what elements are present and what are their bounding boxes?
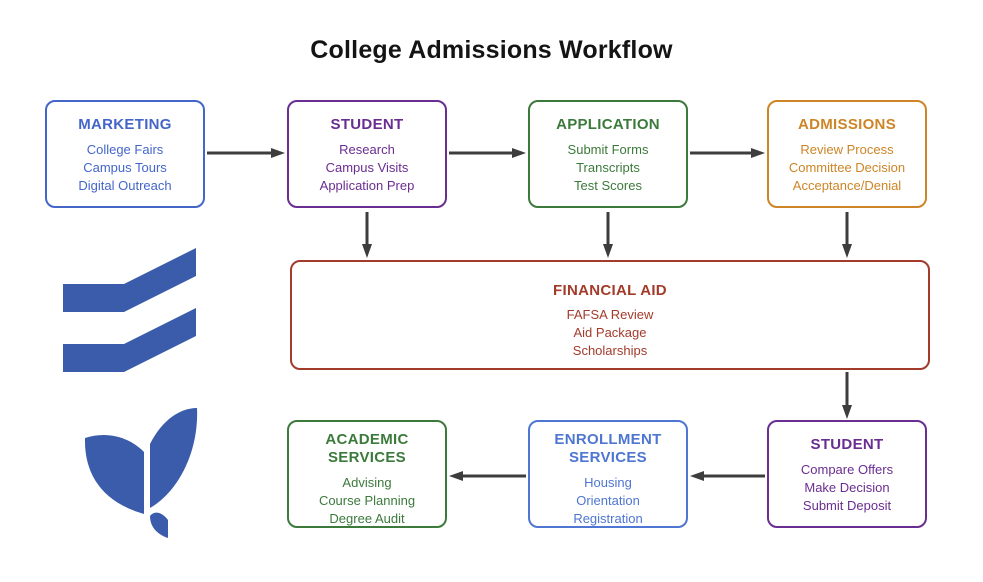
node-title: MARKETING	[78, 116, 172, 133]
node-item: FAFSA Review	[566, 307, 654, 322]
node-academic-services: ACADEMIC SERVICES Advising Course Planni…	[287, 420, 447, 528]
node-application: APPLICATION Submit Forms Transcripts Tes…	[528, 100, 688, 208]
node-student-bottom: STUDENT Compare Offers Make Decision Sub…	[767, 420, 927, 528]
node-item: Campus Visits	[325, 159, 409, 175]
logo	[63, 248, 198, 538]
node-item: Degree Audit	[329, 510, 405, 526]
node-item: Advising	[342, 475, 392, 490]
node-item: College Fairs	[86, 142, 164, 157]
node-item: Transcripts	[576, 159, 640, 175]
node-enrollment-services: ENROLLMENT SERVICES Housing Orientation …	[528, 420, 688, 528]
node-item: Aid Package	[573, 324, 647, 340]
logo-banner-icon	[63, 248, 196, 312]
logo-leaf-icon	[150, 408, 198, 508]
node-item: Make Decision	[804, 479, 890, 495]
node-item: Committee Decision	[788, 159, 906, 175]
node-title: ADMISSIONS	[797, 116, 896, 133]
node-item: Campus Tours	[83, 159, 167, 175]
node-item: Research	[339, 142, 395, 157]
node-admissions: ADMISSIONS Review Process Committee Deci…	[767, 100, 927, 208]
node-title: STUDENT	[330, 116, 404, 133]
node-item: Submit Deposit	[802, 497, 892, 513]
logo-banner-icon	[63, 308, 196, 372]
node-item: Digital Outreach	[78, 177, 172, 193]
node-title: ENROLLMENT SERVICES	[554, 431, 662, 466]
logo-stem-icon	[150, 512, 168, 538]
node-item: Review Process	[800, 142, 894, 157]
node-item: Orientation	[576, 492, 640, 508]
page-title: College Admissions Workflow	[310, 36, 673, 64]
node-title: STUDENT	[810, 436, 884, 453]
node-item: Registration	[573, 510, 643, 526]
node-item: Acceptance/Denial	[792, 177, 902, 193]
node-financial-aid: FINANCIAL AID FAFSA Review Aid Package S…	[290, 260, 930, 370]
node-item: Application Prep	[319, 177, 415, 193]
node-student-top: STUDENT Research Campus Visits Applicati…	[287, 100, 447, 208]
node-item: Compare Offers	[800, 462, 894, 477]
node-marketing: MARKETING College Fairs Campus Tours Dig…	[45, 100, 205, 208]
node-item: Housing	[584, 475, 632, 490]
node-title: FINANCIAL AID	[553, 282, 667, 299]
node-title: APPLICATION	[556, 116, 660, 133]
node-item: Scholarships	[572, 342, 648, 358]
node-item: Course Planning	[318, 492, 416, 508]
node-item: Submit Forms	[567, 142, 649, 157]
node-item: Test Scores	[574, 177, 642, 193]
node-title: ACADEMIC SERVICES	[325, 431, 409, 466]
logo-leaf-icon	[84, 434, 144, 514]
